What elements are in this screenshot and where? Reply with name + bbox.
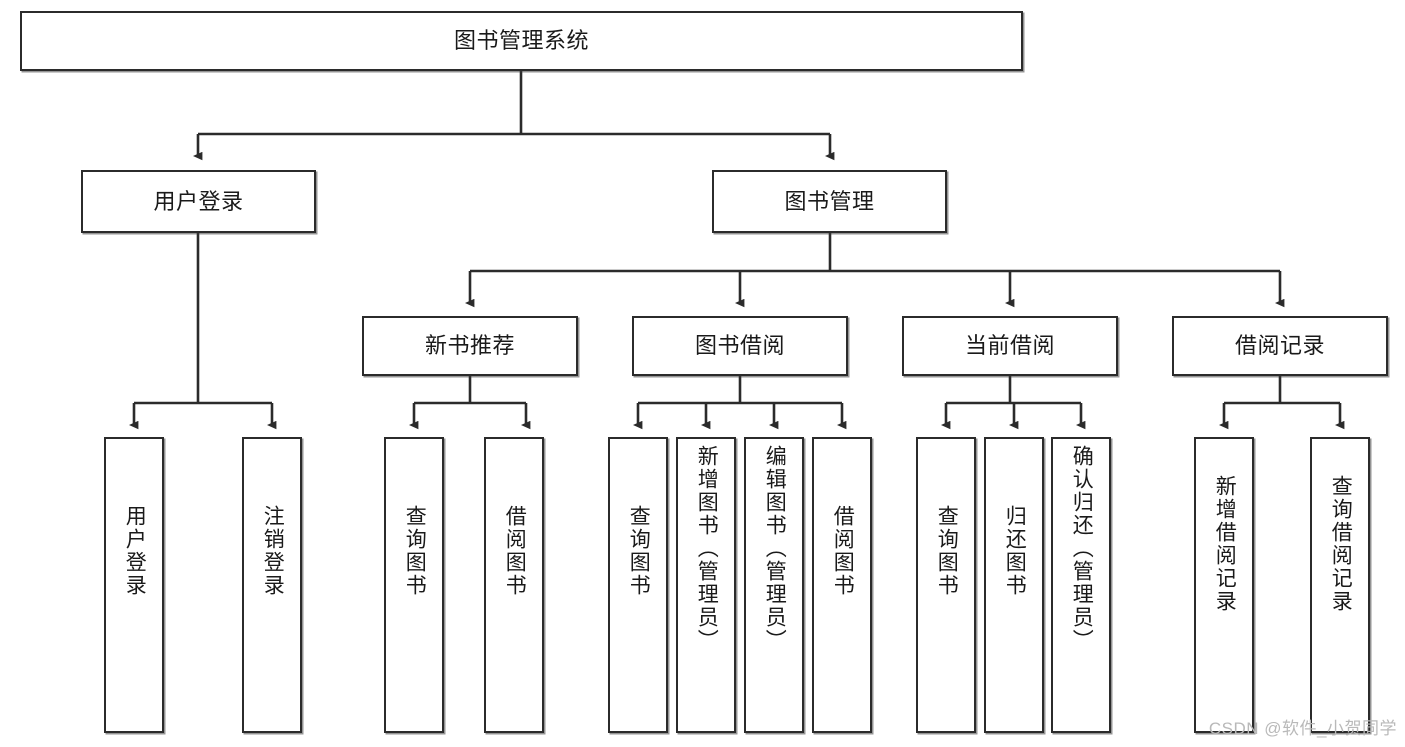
node-leaf-query-book-3-label: 查询图书 <box>935 505 959 597</box>
node-book-manage-label: 图书管理 <box>784 188 875 214</box>
node-leaf-logout[interactable]: 注销登录 <box>242 437 302 733</box>
node-leaf-logout-label: 注销登录 <box>261 505 285 597</box>
node-leaf-return-book[interactable]: 归还图书 <box>984 437 1044 733</box>
node-leaf-query-book-2[interactable]: 查询图书 <box>608 437 668 733</box>
node-leaf-add-book-admin-label: 新增图书（管理员） <box>695 445 719 652</box>
node-leaf-query-book-1[interactable]: 查询图书 <box>384 437 444 733</box>
node-root-label: 图书管理系统 <box>453 28 589 54</box>
node-leaf-edit-book-admin-label: 编辑图书（管理员） <box>763 445 787 652</box>
watermark: CSDN @软件_小贺同学 <box>1208 719 1397 738</box>
node-leaf-confirm-return-admin-label: 确认归还（管理员） <box>1070 445 1094 652</box>
node-new-book-rec-label: 新书推荐 <box>424 333 515 359</box>
node-root[interactable]: 图书管理系统 <box>20 11 1023 71</box>
node-leaf-borrow-book-2-label: 借阅图书 <box>831 505 855 597</box>
node-leaf-query-book-2-label: 查询图书 <box>627 505 651 597</box>
node-leaf-add-record[interactable]: 新增借阅记录 <box>1194 437 1254 733</box>
node-leaf-user-login-label: 用户登录 <box>123 505 147 597</box>
node-leaf-borrow-book-1[interactable]: 借阅图书 <box>484 437 544 733</box>
node-user-login-label: 用户登录 <box>153 188 244 214</box>
node-leaf-return-book-label: 归还图书 <box>1003 505 1027 597</box>
node-borrow-record-label: 借阅记录 <box>1234 333 1325 359</box>
node-book-manage[interactable]: 图书管理 <box>712 170 947 233</box>
node-leaf-confirm-return-admin[interactable]: 确认归还（管理员） <box>1051 437 1111 733</box>
node-leaf-add-book-admin[interactable]: 新增图书（管理员） <box>676 437 736 733</box>
node-new-book-rec[interactable]: 新书推荐 <box>362 316 578 376</box>
node-user-login[interactable]: 用户登录 <box>81 170 316 233</box>
node-leaf-query-record-label: 查询借阅记录 <box>1329 475 1353 613</box>
node-borrow-record[interactable]: 借阅记录 <box>1172 316 1388 376</box>
node-current-borrow[interactable]: 当前借阅 <box>902 316 1118 376</box>
node-leaf-query-book-3[interactable]: 查询图书 <box>916 437 976 733</box>
node-leaf-add-record-label: 新增借阅记录 <box>1213 475 1237 613</box>
node-leaf-user-login[interactable]: 用户登录 <box>104 437 164 733</box>
node-leaf-query-record[interactable]: 查询借阅记录 <box>1310 437 1370 733</box>
node-leaf-borrow-book-1-label: 借阅图书 <box>503 505 527 597</box>
node-leaf-borrow-book-2[interactable]: 借阅图书 <box>812 437 872 733</box>
node-leaf-edit-book-admin[interactable]: 编辑图书（管理员） <box>744 437 804 733</box>
node-leaf-query-book-1-label: 查询图书 <box>403 505 427 597</box>
node-current-borrow-label: 当前借阅 <box>964 333 1055 359</box>
node-book-borrow-label: 图书借阅 <box>694 333 785 359</box>
node-book-borrow[interactable]: 图书借阅 <box>632 316 848 376</box>
